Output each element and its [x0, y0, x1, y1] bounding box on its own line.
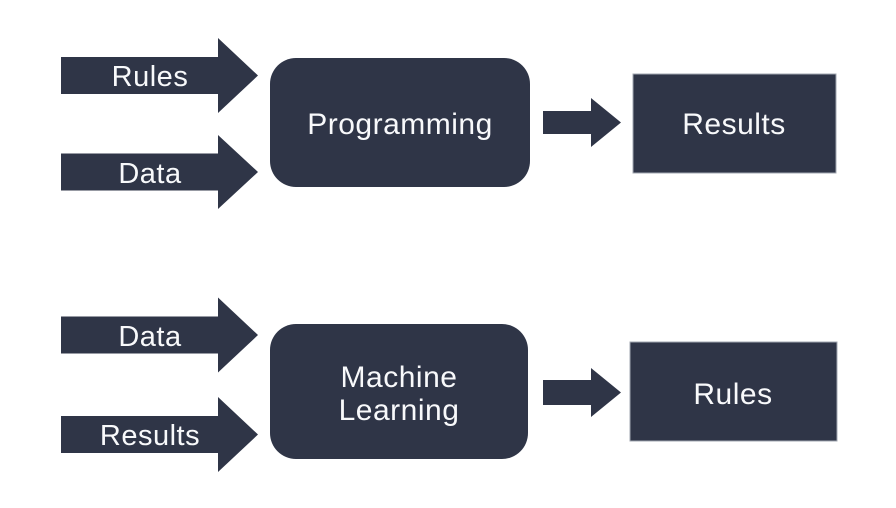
input-arrow-results-ml-label: Results	[100, 420, 200, 452]
process-box-machine-learning-label-line2: Learning	[339, 394, 460, 427]
right-arrow-icon	[543, 98, 621, 147]
machine-learning-flow: Data Results Machine Learning Rules	[61, 297, 838, 472]
process-box-machine-learning-label-line1: Machine	[341, 361, 458, 394]
process-box-programming	[270, 58, 530, 187]
input-arrow-rules	[61, 38, 258, 113]
input-arrow-rules-label: Rules	[112, 61, 189, 93]
input-arrow-data-ml	[61, 297, 258, 373]
output-box-results-label: Results	[682, 108, 786, 141]
process-box-machine-learning	[270, 324, 528, 459]
input-arrow-data-label: Data	[118, 158, 182, 190]
input-arrow-data	[61, 135, 258, 209]
right-arrow-icon	[543, 368, 621, 417]
output-box-rules-label: Rules	[693, 378, 772, 411]
input-arrow-results-ml	[61, 397, 258, 472]
process-box-programming-label: Programming	[307, 108, 493, 141]
output-box-rules	[629, 341, 838, 442]
output-box-results	[632, 73, 837, 174]
input-arrow-data-ml-label: Data	[118, 321, 182, 353]
classical-programming-flow: Rules Data Programming Results	[61, 38, 837, 209]
